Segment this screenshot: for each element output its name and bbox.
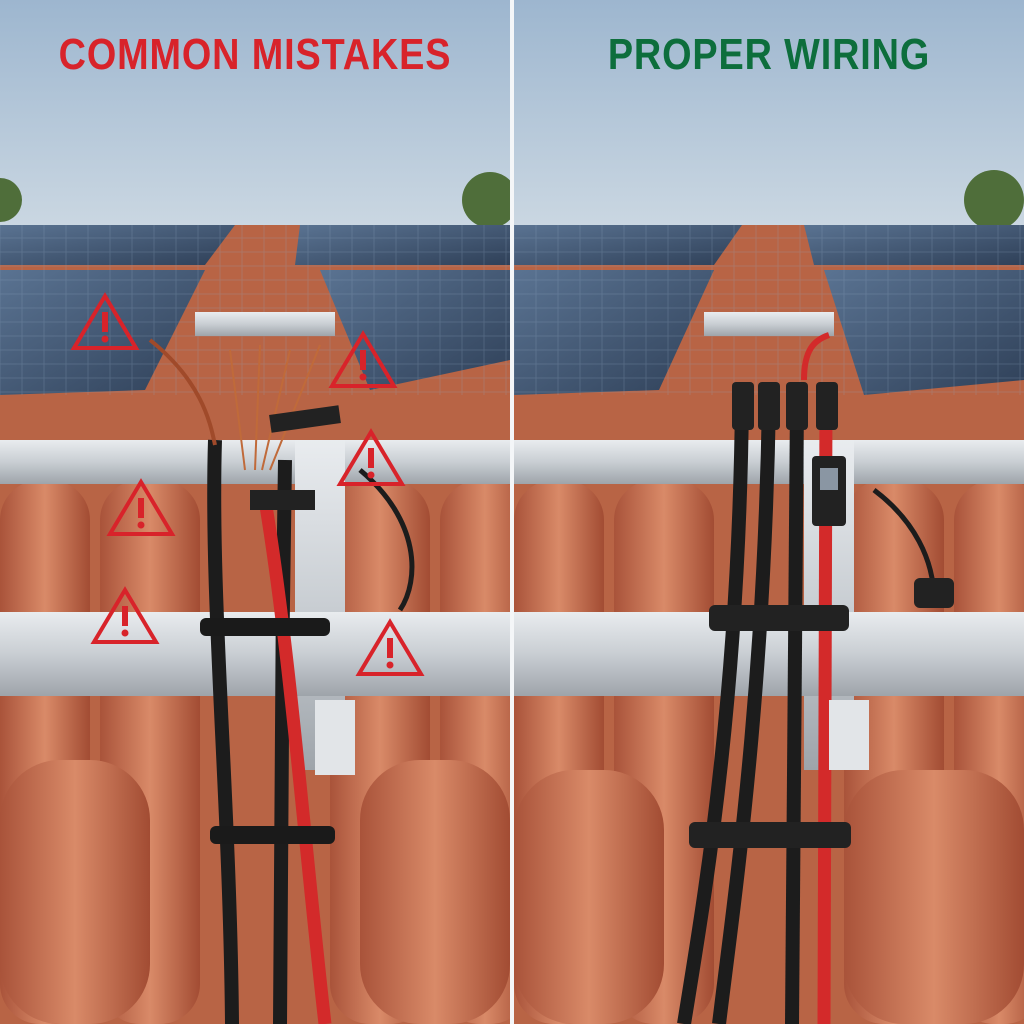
panel-title-proper-wiring: PROPER WIRING xyxy=(607,30,931,79)
panel-title-common-mistakes: COMMON MISTAKES xyxy=(58,30,452,79)
warning-triangle-icon xyxy=(328,330,398,388)
warning-triangle-icon xyxy=(355,618,425,676)
warning-triangle-icon xyxy=(90,586,160,644)
warning-triangle-icon xyxy=(336,428,406,486)
messy-wiring-photo xyxy=(0,0,510,1024)
proper-wiring-panel: PROPER WIRING xyxy=(514,0,1024,1024)
warning-triangle-icon xyxy=(70,292,140,350)
warning-triangle-icon xyxy=(106,478,176,536)
proper-wiring-photo xyxy=(514,0,1024,1024)
panel-divider xyxy=(510,0,514,1024)
common-mistakes-panel: COMMON MISTAKES xyxy=(0,0,510,1024)
